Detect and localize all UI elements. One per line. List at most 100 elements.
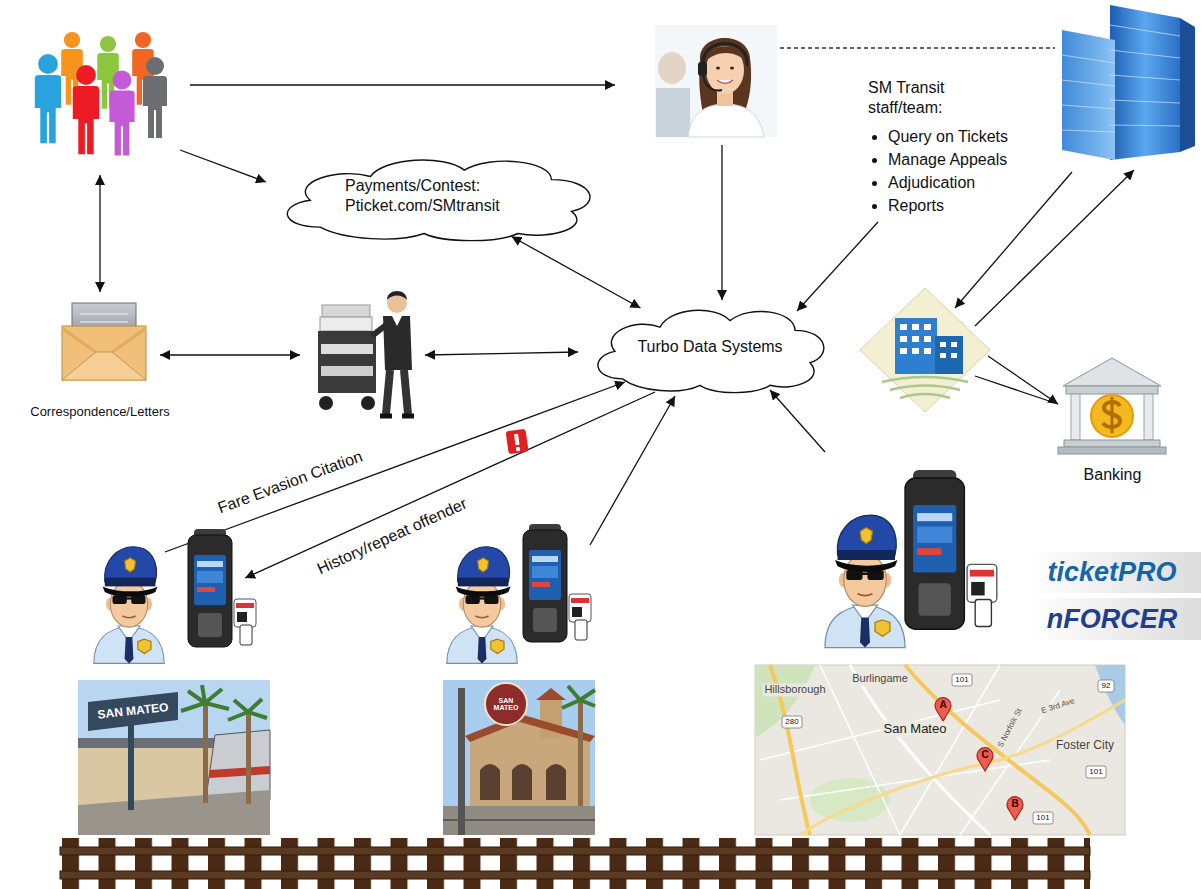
mail-clerk	[321, 366, 373, 376]
street-map	[1007, 797, 1023, 820]
flow-arrow	[797, 222, 878, 311]
station-photo	[78, 790, 270, 835]
flow-arrow	[975, 376, 1058, 404]
office-building	[1110, 50, 1180, 58]
call-agent-photo	[717, 80, 733, 84]
flow-arrow	[975, 170, 1134, 326]
map-place: Burlingame	[850, 672, 910, 685]
railroad-track	[60, 838, 1090, 889]
flow-arrow	[425, 352, 578, 355]
city-building-icon	[900, 324, 907, 330]
city-building-icon	[912, 336, 919, 342]
duty-item: Query on Tickets	[888, 127, 1008, 146]
enforcement-officer	[825, 515, 905, 648]
city-building-icon	[860, 288, 990, 412]
alert-icon	[506, 429, 529, 455]
street-map	[900, 665, 1000, 835]
street-map	[810, 778, 890, 822]
flow-arrow	[100, 85, 1134, 578]
office-building	[1062, 80, 1115, 86]
station-photo	[203, 703, 208, 803]
office-building	[1062, 25, 1180, 132]
city-building-icon	[924, 348, 931, 354]
alert-icon	[516, 447, 520, 451]
flow-arrow	[160, 354, 300, 355]
office-building	[1062, 5, 1195, 160]
railroad-track	[60, 847, 1090, 855]
people-group	[143, 57, 167, 138]
city-building-icon	[940, 353, 946, 358]
mail-clerk	[319, 396, 333, 410]
bank-icon	[1071, 394, 1080, 440]
text-holder: Payments/Contest: Pticket.com/SMtransit	[270, 148, 605, 243]
mail-clerk	[320, 317, 372, 331]
text-holder: Turbo Data Systems	[585, 298, 835, 395]
city-building-icon	[951, 342, 957, 347]
bank-icon	[1063, 358, 1161, 386]
cloud-service: Payments/Contest: Pticket.com/SMtransit	[270, 148, 605, 243]
station-photo	[246, 712, 251, 804]
mail-clerk	[318, 331, 376, 393]
office-building	[1180, 18, 1195, 152]
dashed-link	[780, 47, 1055, 48]
icon-caption: Banking	[1084, 465, 1142, 484]
railroad-track	[60, 871, 1090, 879]
street-map	[760, 665, 1060, 835]
office-building	[1062, 130, 1115, 132]
railroad-track	[60, 838, 1090, 889]
cloud-label: Payments/Contest: Pticket.com/SMtransit	[345, 176, 530, 214]
city-building-icon	[895, 318, 937, 374]
envelope-icon	[80, 314, 128, 315]
envelope-icon	[80, 322, 128, 323]
city-building-icon	[924, 324, 931, 330]
alert-icon	[514, 434, 519, 445]
call-agent-photo	[688, 104, 764, 137]
city-building-icon	[951, 353, 957, 358]
city-building-icon	[912, 324, 919, 330]
call-agent-photo	[703, 44, 747, 67]
map-marker-letter: B	[1011, 798, 1018, 810]
enforcement-officer	[905, 470, 997, 629]
city-building-icon	[882, 377, 968, 398]
map-marker-letter: A	[939, 699, 946, 711]
street-map	[952, 674, 972, 686]
enforcement-officer	[447, 547, 517, 664]
flow-arrow	[770, 390, 825, 452]
text-holder: Correspondence/Letters	[10, 298, 190, 420]
route-number: 101	[955, 675, 968, 685]
station-photo	[181, 685, 229, 711]
street-map	[850, 665, 990, 835]
mail-clerk	[386, 370, 408, 414]
bank-icon	[1058, 358, 1166, 454]
logo-text: nFORCER	[1047, 603, 1178, 635]
mail-clerk	[387, 291, 407, 300]
envelope-icon	[62, 352, 146, 380]
flow-arrow	[721, 145, 722, 300]
station-photo	[128, 725, 134, 810]
station-photo	[78, 680, 270, 835]
duty-item: Adjudication	[888, 173, 975, 192]
team-heading: SM Transit staff/team:	[868, 78, 968, 118]
enforcement-officer	[188, 529, 256, 647]
mail-clerk	[383, 316, 412, 370]
map-place: San Mateo	[882, 721, 949, 737]
icon-caption: Correspondence/Letters	[30, 404, 169, 420]
logo-panel	[1030, 598, 1201, 640]
flow-arrow	[180, 150, 266, 182]
station-photo	[480, 764, 566, 800]
street-map	[755, 665, 1125, 835]
street-map	[1033, 812, 1053, 824]
flow-arrow	[190, 84, 615, 85]
logo-panel	[1030, 552, 1201, 640]
mail-clerk	[372, 325, 386, 336]
street-name: S Norfolk St	[995, 705, 1025, 751]
flow-label: History/repeat offender	[314, 494, 470, 579]
station-photo	[78, 738, 218, 748]
station-photo	[443, 819, 595, 821]
duty-item: Reports	[888, 196, 944, 215]
mail-clerk	[361, 396, 375, 410]
call-agent-photo	[703, 75, 722, 90]
station-photo	[536, 688, 566, 700]
